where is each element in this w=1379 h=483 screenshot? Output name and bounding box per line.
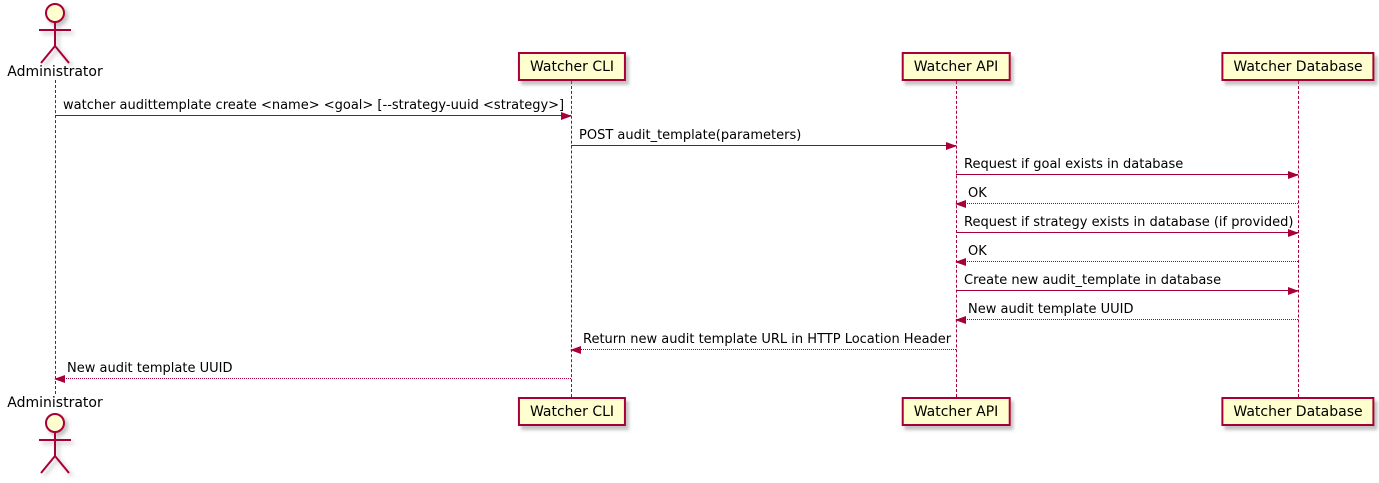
arrowhead-icon: [955, 258, 966, 266]
message-label: POST audit_template(parameters): [579, 128, 802, 143]
message-label: Return new audit template URL in HTTP Lo…: [583, 332, 952, 347]
message-9: Return new audit template URL in HTTP Lo…: [570, 331, 956, 354]
participant-watcher-api-top: Watcher API: [901, 52, 1011, 81]
participant-watcher-cli-bottom: Watcher CLI: [517, 397, 627, 426]
actor-administrator-top-icon: [39, 3, 71, 64]
message-line: [956, 319, 1298, 320]
message-line: [55, 378, 571, 379]
message-line: [55, 115, 571, 116]
message-8: New audit template UUID: [955, 301, 1298, 324]
message-line: [571, 349, 956, 350]
message-line: [956, 232, 1298, 233]
arrowhead-icon: [54, 375, 65, 383]
arrowhead-icon: [561, 112, 572, 120]
arrowhead-icon: [946, 142, 957, 150]
message-line: [571, 145, 956, 146]
actor-label-administrator-bottom: Administrator: [7, 395, 103, 411]
lifeline-watcher-cli: [571, 81, 572, 397]
message-label: Request if goal exists in database: [964, 157, 1184, 172]
arrowhead-icon: [1288, 287, 1299, 295]
message-line: [956, 174, 1298, 175]
message-label: Create new audit_template in database: [964, 273, 1222, 288]
message-2: POST audit_template(parameters): [571, 127, 957, 150]
message-line: [956, 261, 1298, 262]
participant-watcher-api-bottom: Watcher API: [901, 397, 1011, 426]
message-line: [956, 203, 1298, 204]
lifeline-administrator: [55, 80, 56, 394]
message-10: New audit template UUID: [54, 360, 571, 383]
lifeline-watcher-database: [1298, 81, 1299, 397]
participant-watcher-cli-top: Watcher CLI: [517, 52, 627, 81]
arrowhead-icon: [1288, 229, 1299, 237]
message-6: OK: [955, 243, 1298, 266]
message-5: Request if strategy exists in database (…: [956, 214, 1299, 237]
arrowhead-icon: [955, 316, 966, 324]
message-label: Request if strategy exists in database (…: [964, 215, 1294, 230]
participant-watcher-database-top: Watcher Database: [1221, 52, 1375, 81]
message-4: OK: [955, 185, 1298, 208]
arrowhead-icon: [570, 346, 581, 354]
message-7: Create new audit_template in database: [956, 272, 1299, 295]
message-3: Request if goal exists in database: [956, 156, 1299, 179]
arrowhead-icon: [1288, 171, 1299, 179]
message-label: New audit template UUID: [968, 302, 1134, 317]
message-label: New audit template UUID: [67, 361, 233, 376]
message-line: [956, 290, 1298, 291]
actor-label-administrator-top: Administrator: [7, 64, 103, 80]
message-label: watcher audittemplate create <name> <goa…: [63, 98, 565, 113]
actor-administrator-bottom-icon: [39, 413, 71, 474]
message-label: OK: [968, 186, 987, 201]
arrowhead-icon: [955, 200, 966, 208]
message-label: OK: [968, 244, 987, 259]
lifeline-watcher-api: [956, 81, 957, 397]
message-1: watcher audittemplate create <name> <goa…: [55, 97, 572, 120]
participant-watcher-database-bottom: Watcher Database: [1221, 397, 1375, 426]
